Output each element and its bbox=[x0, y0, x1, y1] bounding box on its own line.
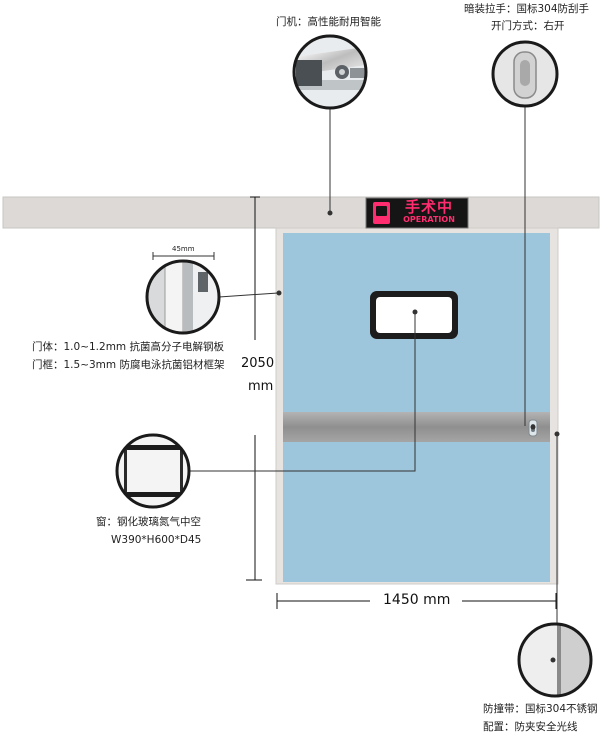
bumper-strip bbox=[283, 412, 550, 442]
label-handle-pull: 暗装拉手：国标304防刮手 bbox=[464, 3, 590, 15]
label-handle-opening: 开门方式：右开 bbox=[491, 20, 565, 32]
operation-sign-cn: 手术中 bbox=[404, 198, 453, 216]
label-door-body: 门体：1.0~1.2mm 抗菌高分子电解钢板 bbox=[32, 341, 224, 353]
leader-motor-dot bbox=[327, 210, 333, 216]
label-window-size: W390*H600*D45 bbox=[111, 534, 202, 546]
door-window-glass bbox=[376, 297, 452, 333]
header-beam bbox=[2, 196, 600, 229]
detail-motor bbox=[292, 34, 368, 110]
door-leaf bbox=[283, 233, 550, 582]
label-window: 窗：钢化玻璃氮气中空 bbox=[96, 516, 201, 528]
label-door-frame: 门框：1.5~3mm 防腐电泳抗菌铝材框架 bbox=[32, 359, 225, 371]
leader-window bbox=[189, 313, 416, 472]
label-45mm: 45mm bbox=[172, 245, 195, 253]
height-dimension-unit: mm bbox=[248, 379, 274, 394]
label-safety-light: 配置：防夹安全光线 bbox=[483, 721, 578, 733]
detail-handle bbox=[491, 40, 559, 108]
leader-bumper-dot bbox=[554, 431, 560, 437]
leader-body-dot bbox=[276, 290, 282, 296]
detail-window bbox=[115, 433, 191, 509]
operation-sign-en: OPERATION bbox=[403, 215, 455, 224]
leader-handle-dot bbox=[530, 424, 536, 430]
detail-bumper bbox=[517, 622, 593, 698]
detail-body bbox=[145, 252, 221, 335]
leader-window-dot bbox=[412, 309, 418, 315]
height-dimension-value: 2050 bbox=[241, 356, 275, 371]
width-dimension: 1450 mm bbox=[383, 592, 451, 608]
emblem-inner bbox=[376, 206, 387, 216]
label-motor: 门机：高性能耐用智能 bbox=[276, 16, 381, 28]
label-bumper: 防撞带：国标304不锈钢 bbox=[483, 703, 598, 715]
leader-body bbox=[218, 292, 279, 298]
